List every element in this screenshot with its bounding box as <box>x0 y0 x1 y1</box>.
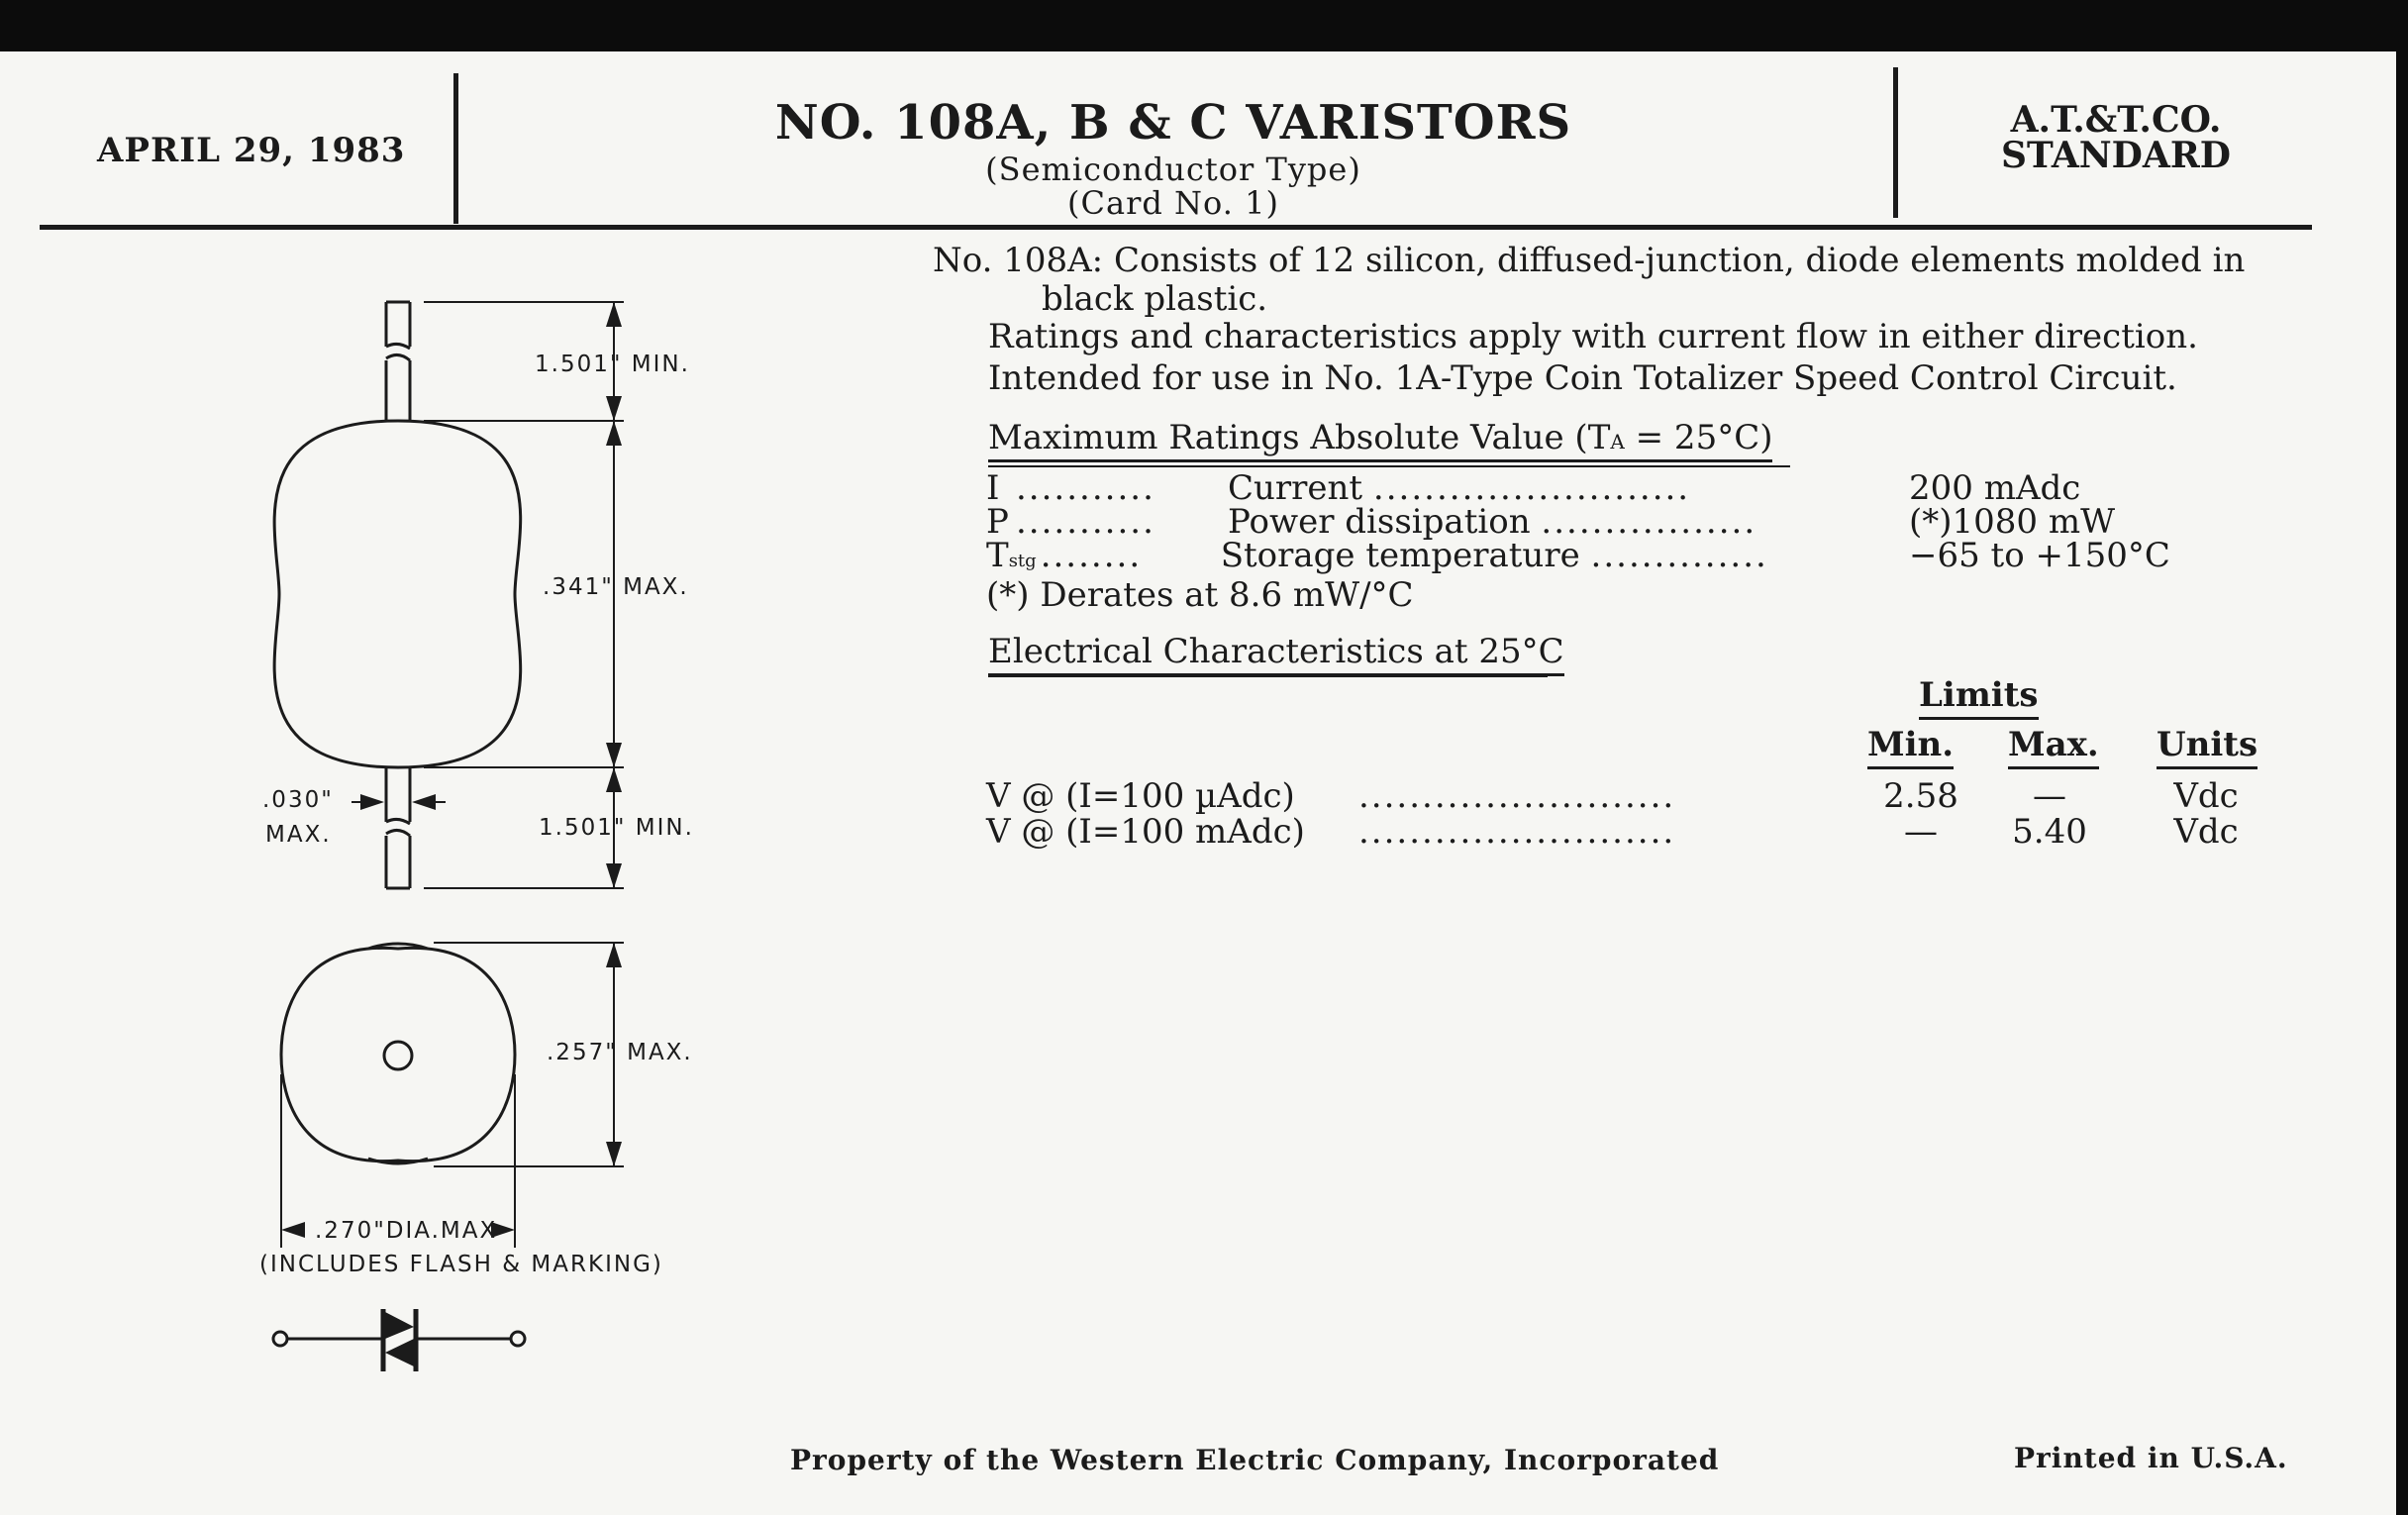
dimension-bottom-lead: 1.501" MIN. <box>539 815 694 841</box>
standard-label: A.T.&T.CO. STANDARD <box>1943 102 2289 173</box>
limits-label: Limits <box>1919 675 2039 720</box>
top-lead <box>384 300 412 347</box>
dimension-lead-diameter: .030" <box>262 787 334 813</box>
rating-row-current: I...........Current ....................… <box>986 468 1691 508</box>
description-line-2: black plastic. <box>1042 279 1268 319</box>
electrical-table: V @ (I=100 µAdc)........................… <box>986 778 1675 850</box>
page-title: NO. 108A, B & C VARISTORS <box>774 95 1572 151</box>
row-2-units: Vdc <box>2173 812 2239 852</box>
rating-row-power: P...........Power dissipation ..........… <box>986 502 1757 542</box>
row-1-max: — <box>2033 776 2066 816</box>
column-max-values: — 5.40 <box>1990 778 2109 850</box>
spec-card <box>0 51 2396 1515</box>
bottom-lead <box>384 767 412 822</box>
description-line-1: No. 108A: Consists of 12 silicon, diffus… <box>933 241 2246 280</box>
standard-line-2: STANDARD <box>2001 135 2231 176</box>
page-subtitle: (Semiconductor Type) <box>985 151 1361 188</box>
column-units: Units <box>2157 725 2258 769</box>
property-notice: Property of the Western Electric Company… <box>790 1444 1720 1476</box>
card-number: (Card No. 1) <box>1067 184 1279 222</box>
max-ratings-values: 200 mAdc (*)1080 mW −65 to +150°C <box>1909 471 2170 572</box>
header-divider-left <box>453 73 458 224</box>
varistor-body <box>272 419 523 769</box>
diode-symbol-upper <box>385 1312 414 1339</box>
header-rule <box>40 225 2312 230</box>
end-view-body <box>279 946 517 1163</box>
column-units-values: Vdc Vdc <box>2147 778 2265 850</box>
rating-value-current: 200 mAdc <box>1909 468 2081 508</box>
row-1-units: Vdc <box>2173 776 2239 816</box>
dimension-end-diameter: .270"DIA.MAX <box>315 1218 497 1244</box>
max-ratings-heading: Maximum Ratings Absolute Value (TA = 25°… <box>988 418 1773 462</box>
max-ratings-table: I...........Current ....................… <box>986 471 1768 612</box>
center-hole <box>382 1040 414 1071</box>
column-min-values: 2.58 — <box>1861 778 1980 850</box>
column-min: Min. <box>1867 725 1955 769</box>
description-line-4: Intended for use in No. 1A-Type Coin Tot… <box>988 358 2177 398</box>
varistor-outline-drawing: 1.501" MIN. .341" MAX. .030" MAX. 1.501"… <box>259 300 694 1371</box>
dimension-lead-diameter-max: MAX. <box>265 822 332 848</box>
dimension-body-length: .341" MAX. <box>543 574 689 600</box>
standard-line-1: A.T.&T.CO. <box>2010 99 2222 141</box>
header-divider-right <box>1893 67 1898 218</box>
dimension-note: (INCLUDES FLASH & MARKING) <box>259 1252 663 1277</box>
electrical-rule <box>988 675 1548 677</box>
rating-row-storage: Tstg........Storage temperature ........… <box>986 536 1768 575</box>
row-2-min: — <box>1904 812 1938 852</box>
diode-symbol-lower <box>385 1339 414 1366</box>
printed-notice: Printed in U.S.A. <box>2014 1442 2288 1474</box>
max-ratings-rule <box>988 465 1790 467</box>
rating-value-power: (*)1080 mW <box>1909 502 2116 542</box>
rating-note: (*) Derates at 8.6 mW/°C <box>986 575 1414 615</box>
dimension-end-height: .257" MAX. <box>547 1040 693 1065</box>
rating-value-storage: −65 to +150°C <box>1909 536 2170 575</box>
dimension-top-lead: 1.501" MIN. <box>535 352 690 377</box>
row-2-max: 5.40 <box>2012 812 2087 852</box>
electrical-row-2: V @ (I=100 mAdc)........................… <box>986 812 1676 852</box>
row-1-min: 2.58 <box>1883 776 1958 816</box>
column-max: Max. <box>2008 725 2099 769</box>
issue-date: APRIL 29, 1983 <box>97 131 406 170</box>
description-line-3: Ratings and characteristics apply with c… <box>988 317 2198 356</box>
electrical-row-1: V @ (I=100 µAdc)........................… <box>986 776 1676 816</box>
electrical-heading: Electrical Characteristics at 25°C <box>988 632 1564 676</box>
